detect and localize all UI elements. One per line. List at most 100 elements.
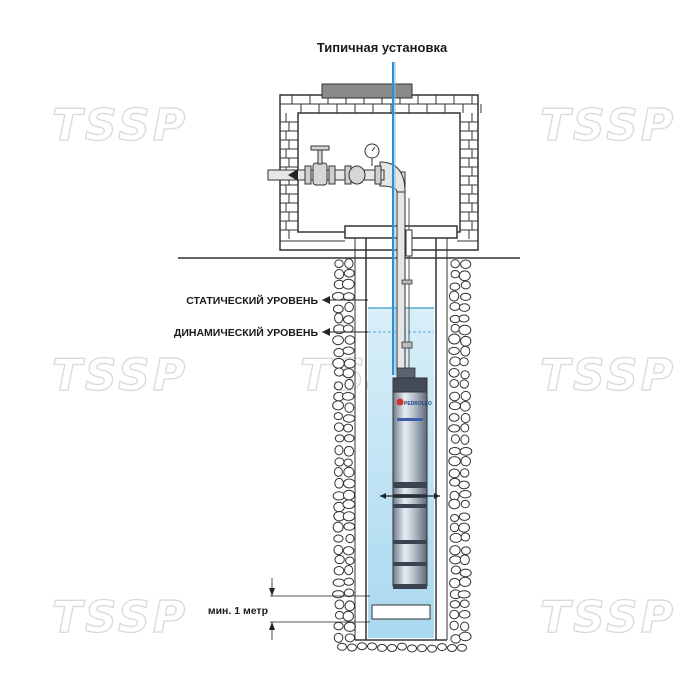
gravel-stone: [459, 554, 470, 566]
gravel-stone: [334, 259, 344, 269]
gravel-stone: [343, 621, 356, 632]
gravel-stone: [342, 489, 356, 501]
gravel-stone: [344, 402, 355, 413]
gravel-stone: [448, 413, 460, 422]
gravel-stone: [367, 642, 377, 651]
gravel-stone: [460, 499, 470, 509]
gravel-stone: [448, 401, 461, 411]
gravel-stone: [342, 292, 355, 302]
gravel-stone: [448, 346, 460, 356]
gravel-stone: [450, 323, 460, 333]
gravel-stone: [458, 631, 472, 642]
gravel-stone: [458, 270, 471, 282]
gravel-stone: [343, 522, 356, 531]
gravel-stone: [450, 513, 460, 523]
bottom-strainer: [371, 604, 431, 620]
gravel-stone: [341, 391, 355, 401]
gravel-stone: [332, 400, 344, 411]
gravel-stone: [342, 511, 356, 522]
check-valve-icon: [348, 165, 366, 185]
gravel-stone: [344, 633, 356, 643]
gravel-stone: [342, 499, 356, 510]
gravel-stone: [458, 480, 470, 490]
gravel-stone: [344, 564, 354, 576]
gravel-stone: [459, 621, 470, 632]
gravel-stone: [449, 282, 461, 291]
gravel-stone: [345, 533, 355, 544]
gravel-stone: [449, 577, 461, 589]
gravel-stone: [342, 346, 355, 355]
gravel-stone: [460, 292, 472, 301]
gravel-stone: [337, 642, 347, 651]
gate-valve-icon: [310, 145, 330, 186]
gravel-stone: [449, 600, 461, 609]
gravel-stone: [458, 512, 471, 521]
gravel-stone: [459, 490, 472, 499]
gravel-stone: [343, 358, 356, 369]
gravel-stone: [332, 578, 346, 587]
watermark-text: TSSP: [52, 350, 188, 401]
gravel-stone: [460, 345, 471, 357]
gravel-stone: [333, 534, 344, 543]
gravel-stone: [347, 643, 357, 652]
watermark-text: TSSP: [52, 592, 188, 643]
gravel-stone: [448, 290, 460, 302]
min-distance-dimension: мин. 1 метр: [208, 578, 370, 640]
gravel-stone: [450, 434, 461, 444]
dynamic-level-label: ДИНАМИЧЕСКИЙ УРОВЕНЬ: [174, 326, 319, 339]
gravel-stone: [334, 312, 344, 324]
gravel-stone: [449, 532, 463, 543]
gravel-stone: [458, 522, 470, 533]
gravel-stone: [357, 642, 367, 651]
gravel-stone: [342, 610, 354, 622]
gravel-stone: [448, 456, 461, 467]
gravel-stone: [458, 303, 471, 312]
gravel-stone: [460, 546, 471, 555]
gravel-stone: [459, 400, 471, 412]
gravel-stone: [377, 643, 387, 652]
gravel-stone: [460, 370, 470, 380]
gravel-stone: [344, 335, 356, 345]
gravel-stone: [332, 357, 345, 369]
gravel-stone: [449, 620, 459, 631]
gravel-stone: [448, 446, 461, 456]
gravel-stone: [460, 335, 472, 347]
watermark-text: TSSP: [52, 100, 188, 151]
gravel-stone: [459, 576, 472, 588]
gravel-stone: [459, 447, 473, 456]
gravel-stone: [460, 468, 470, 478]
arrow-icon: [322, 296, 330, 304]
gravel-stone: [343, 577, 355, 586]
gravel-stone: [449, 609, 460, 620]
gravel-stone: [448, 333, 461, 345]
gravel-stone: [342, 414, 356, 423]
gravel-stone: [459, 357, 469, 367]
gravel-stone: [448, 498, 461, 510]
gravel-stone: [450, 565, 462, 575]
gravel-stone: [407, 644, 417, 653]
gravel-stone: [459, 379, 469, 389]
gravel-stone: [449, 378, 459, 388]
gravel-stone: [343, 434, 355, 443]
diagram-title: Типичная установка: [317, 40, 448, 55]
arrow-up-icon: [269, 622, 275, 630]
gravel-stone: [460, 423, 470, 433]
gravel-stone: [342, 546, 355, 556]
gravel-stone: [460, 390, 471, 402]
gravel-stone: [333, 544, 344, 556]
gravel-stone: [460, 412, 471, 424]
static-level-callout: СТАТИЧЕСКИЙ УРОВЕНЬ: [186, 294, 368, 307]
gravel-stone: [343, 315, 354, 325]
gravel-stone: [334, 554, 345, 565]
gravel-stone: [457, 590, 471, 599]
gravel-stone: [387, 643, 397, 652]
gravel-stone: [449, 391, 461, 402]
gravel-stone: [334, 610, 345, 620]
gravel-stone: [334, 434, 345, 443]
gravel-stone: [334, 381, 344, 391]
gravel-stone: [342, 368, 355, 379]
flow-arrow-icon: [288, 169, 298, 181]
dynamic-level-callout: ДИНАМИЧЕСКИЙ УРОВЕНЬ: [174, 326, 368, 339]
gravel-stone: [345, 556, 355, 565]
